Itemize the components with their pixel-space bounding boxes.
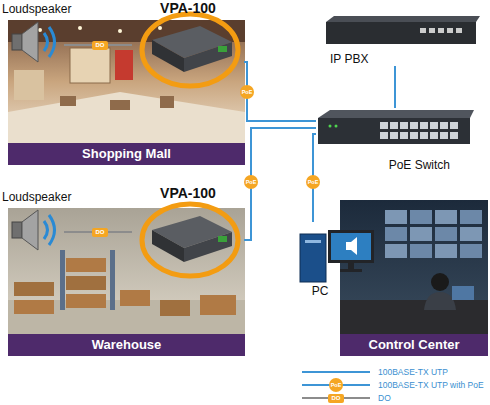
node-label: Control Center (340, 334, 488, 356)
legend-tag: PoE (329, 378, 343, 392)
edge-tag: PoE (244, 175, 258, 189)
ethernet-cable (244, 62, 316, 121)
photo-panel: Shopping MallLoudspeakerVPA-100 (8, 20, 245, 165)
legend-row: DO DO (300, 392, 490, 404)
legend-line (300, 366, 372, 378)
switch-device: PoE Switch (316, 108, 474, 172)
node-label: Shopping Mall (8, 143, 245, 165)
node-label: PoE Switch (389, 158, 450, 172)
legend-line (302, 371, 370, 373)
ethernet-cable (244, 128, 316, 240)
legend-label: 100BASE-TX UTP (378, 366, 448, 378)
node-label: Loudspeaker (2, 190, 71, 204)
loudspeaker-icon: Loudspeaker (2, 2, 64, 65)
legend-tag: DO (328, 394, 344, 403)
node-label: VPA-100 (132, 185, 244, 201)
photo-panel: Control Center (340, 200, 488, 356)
edge-tag: PoE (306, 175, 320, 189)
edge-tag: DO (92, 228, 108, 237)
node-label: VPA-100 (132, 0, 244, 16)
legend-label: DO (378, 392, 391, 404)
node-label: Loudspeaker (2, 2, 71, 16)
device-box: VPA-100 (132, 185, 244, 273)
loudspeaker-icon: Loudspeaker (2, 190, 64, 253)
edge-tag: DO (92, 41, 108, 50)
node-label: PC (298, 284, 342, 298)
legend-label: 100BASE-TX UTP with PoE (378, 379, 484, 391)
legend-sample: DO (300, 392, 372, 404)
pc-computer: PC (298, 222, 342, 298)
legend-row: PoE 100BASE-TX UTP with PoE (300, 379, 490, 391)
edge-tag: PoE (240, 85, 254, 99)
legend-sample (300, 366, 372, 378)
legend-row: 100BASE-TX UTP (300, 366, 490, 378)
legend-sample: PoE (300, 379, 372, 391)
node-label: Warehouse (8, 334, 245, 356)
ethernet-cable (394, 66, 396, 108)
photo-panel: WarehouseLoudspeakerVPA-100 (8, 208, 245, 356)
node-label: IP PBX (330, 52, 368, 66)
pbx-device: IP PBX (322, 14, 478, 66)
device-box: VPA-100 (132, 0, 244, 88)
